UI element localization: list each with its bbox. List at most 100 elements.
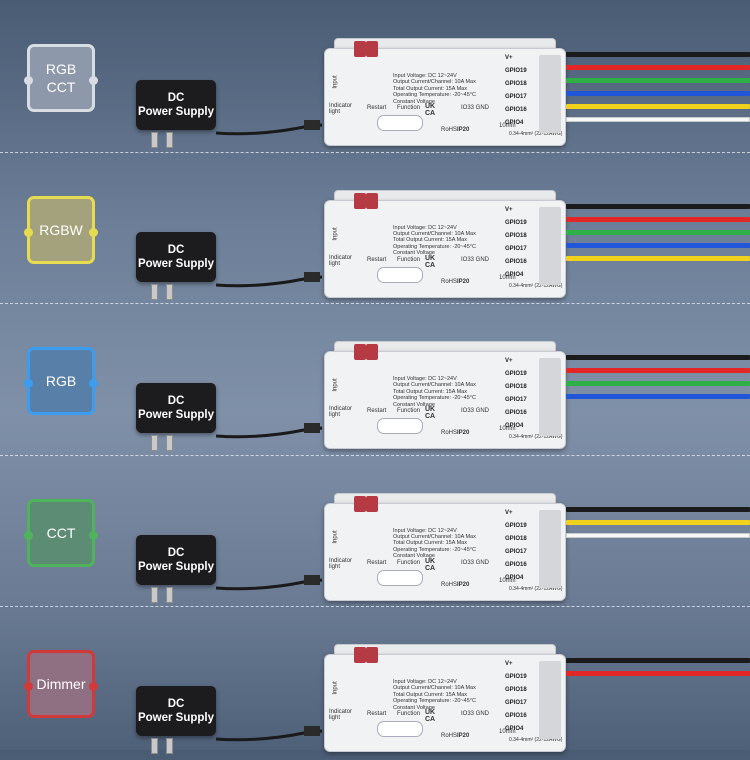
input-lever-icon <box>354 344 366 360</box>
plug-prong-icon <box>166 283 173 300</box>
power-supply-label: Power Supply <box>137 712 215 724</box>
mode-label-box: CCT <box>24 498 98 567</box>
restart-button <box>377 721 423 737</box>
restart-label: Restart <box>367 408 387 414</box>
controller-body: Input Voltage: DC 12~24V Output Current/… <box>324 654 566 752</box>
row-divider <box>0 151 750 153</box>
terminal-label: GPIO18 <box>505 81 527 87</box>
strip-length: 10mm <box>499 729 516 735</box>
io-label: IO33 GND <box>461 256 490 263</box>
output-wire <box>566 658 750 663</box>
terminal-label: GPIO16 <box>505 258 527 265</box>
io-label: IO33 GND <box>461 559 490 566</box>
row-divider <box>0 606 750 607</box>
controller-body: Input Voltage: DC 12~24V Output Current/… <box>324 199 566 298</box>
terminal-label: GPIO4 <box>505 271 524 278</box>
connector-dot-icon <box>89 76 98 85</box>
plug-prong-icon <box>166 738 173 754</box>
strip-length: 10mm <box>499 274 516 281</box>
terminal-label: GPIO16 <box>505 713 527 719</box>
output-wire <box>566 355 750 360</box>
output-wire <box>566 506 750 512</box>
connector-dot-icon <box>24 379 33 388</box>
spec-text: Input Voltage: DC 12~24V Output Current/… <box>393 73 476 105</box>
terminal-label: GPIO17 <box>505 700 527 706</box>
plug-prong-icon <box>151 738 158 754</box>
input-label: Input <box>332 378 339 392</box>
ip-rating: IP20 <box>457 581 470 588</box>
terminal-label: GPIO17 <box>505 245 527 252</box>
output-wire <box>566 52 750 57</box>
io-label: IO33 GND <box>461 105 490 111</box>
restart-button <box>377 115 423 131</box>
terminal-label: GPIO19 <box>505 219 527 226</box>
restart-label: Restart <box>367 256 387 263</box>
terminal-label: V+ <box>505 206 513 213</box>
power-cable <box>215 120 323 136</box>
row-divider <box>0 303 750 304</box>
terminal-label: GPIO19 <box>505 522 527 529</box>
terminal-label: GPIO17 <box>505 94 527 100</box>
strip-length: 10mm <box>499 426 516 432</box>
output-wire <box>566 381 750 386</box>
io-label: IO33 GND <box>461 711 490 717</box>
wire-gauge: 0.34-4mm² (22-12AWG) <box>509 737 563 743</box>
input-lever-icon <box>354 41 366 57</box>
rohs-label: RoHS <box>441 581 458 588</box>
ip-rating: IP20 <box>457 733 470 739</box>
plug-prong-icon <box>166 435 173 451</box>
plug-prong-icon <box>166 586 173 603</box>
connector-dot-icon <box>89 379 98 388</box>
input-lever-icon <box>366 344 378 360</box>
terminal-label: GPIO19 <box>505 68 527 74</box>
input-label: Input <box>332 681 339 695</box>
terminal-label: GPIO16 <box>505 410 527 416</box>
terminal-label: GPIO18 <box>505 232 527 239</box>
terminal-block <box>539 358 561 436</box>
power-supply-label: DC <box>167 546 185 559</box>
plug-prong-icon <box>151 132 158 148</box>
terminal-label: GPIO16 <box>505 107 527 113</box>
mode-label: CCT <box>46 524 76 541</box>
terminal-label: GPIO18 <box>505 535 527 542</box>
io-label: IO33 GND <box>461 408 490 414</box>
spec-text: Input Voltage: DC 12~24V Output Current/… <box>393 376 476 408</box>
power-supply-label: Power Supply <box>137 409 215 421</box>
power-cable <box>215 574 323 590</box>
power-supply-label: Power Supply <box>137 257 215 270</box>
restart-label: Restart <box>367 711 387 717</box>
dc-power-supply: DC Power Supply <box>136 383 216 433</box>
output-wire <box>566 242 750 248</box>
ip-rating: IP20 <box>457 278 470 285</box>
restart-button <box>377 418 423 434</box>
mode-label: RGBW <box>39 221 83 238</box>
terminal-block <box>539 55 561 133</box>
power-cable <box>215 726 323 742</box>
power-supply-label: DC <box>167 243 185 256</box>
restart-button <box>377 569 423 586</box>
restart-button <box>377 266 423 283</box>
controller-body: Input Voltage: DC 12~24V Output Current/… <box>324 502 566 601</box>
power-supply-label: DC <box>167 92 185 104</box>
controller-body: Input Voltage: DC 12~24V Output Current/… <box>324 351 566 449</box>
input-label: Input <box>332 226 339 241</box>
input-lever-icon <box>366 495 378 512</box>
power-supply-label: DC <box>167 395 185 407</box>
output-wire <box>566 78 750 83</box>
terminal-label: GPIO4 <box>505 423 524 429</box>
connector-dot-icon <box>89 530 98 540</box>
output-wire <box>566 671 750 676</box>
terminal-label: V+ <box>505 661 513 667</box>
